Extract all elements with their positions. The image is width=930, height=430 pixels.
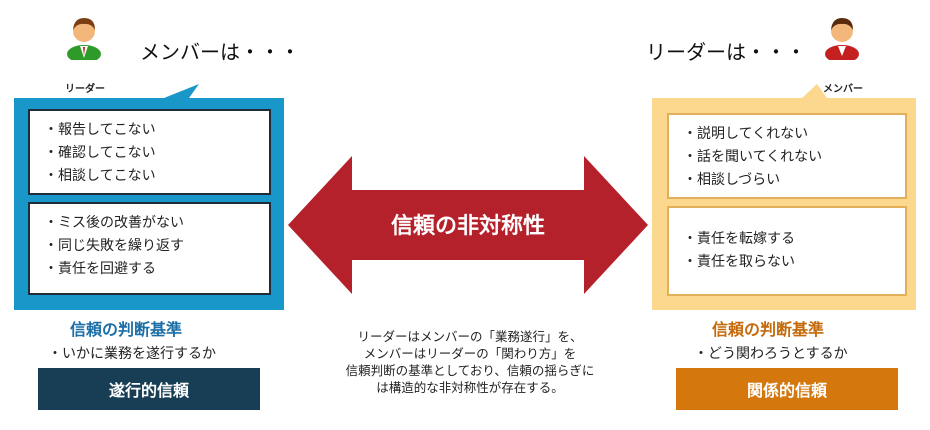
list-item: 相談してこない bbox=[44, 165, 269, 188]
leader-avatar-icon bbox=[67, 18, 101, 60]
note-line: メンバーはリーダーの「関わり方」を bbox=[363, 346, 577, 361]
explanation-note: リーダーはメンバーの「業務遂行」を、 メンバーはリーダーの「関わり方」を 信頼判… bbox=[325, 328, 615, 396]
list-item: ミス後の改善がない bbox=[44, 212, 269, 235]
left-trust-type-badge: 遂行的信頼 bbox=[38, 368, 260, 410]
right-card-communication: 説明してくれない 話を聞いてくれない 相談しづらい bbox=[667, 113, 907, 199]
list-item: 話を聞いてくれない bbox=[683, 146, 905, 169]
list-item: 責任を転嫁する bbox=[683, 228, 905, 251]
left-heading: メンバーは・・・ bbox=[140, 40, 300, 64]
left-card-communication: 報告してこない 確認してこない 相談してこない bbox=[28, 109, 271, 195]
member-avatar-icon bbox=[825, 18, 859, 60]
right-criteria-title: 信頼の判断基準 bbox=[712, 320, 825, 339]
note-line: は構造的な非対称性が存在する。 bbox=[376, 380, 564, 395]
asymmetry-double-arrow-icon bbox=[288, 156, 648, 294]
list-item: 同じ失敗を繰り返す bbox=[44, 235, 269, 258]
member-avatar-label: メンバー bbox=[823, 84, 863, 95]
left-criteria-text: いかに業務を遂行するか bbox=[48, 343, 216, 363]
left-card-performance: ミス後の改善がない 同じ失敗を繰り返す 責任を回避する bbox=[28, 202, 271, 295]
leader-avatar-label: リーダー bbox=[65, 84, 105, 95]
note-line: 信頼判断の基準としており、信頼の揺らぎに bbox=[345, 363, 595, 378]
note-line: リーダーはメンバーの「業務遂行」を、 bbox=[357, 329, 583, 344]
list-item: 責任を回避する bbox=[44, 258, 269, 281]
left-criteria-title: 信頼の判断基準 bbox=[70, 320, 183, 339]
right-card-responsibility: 責任を転嫁する 責任を取らない bbox=[667, 206, 907, 296]
list-item: 報告してこない bbox=[44, 119, 269, 142]
list-item: 相談しづらい bbox=[683, 169, 905, 192]
right-trust-type-badge: 関係的信頼 bbox=[676, 368, 898, 410]
list-item: 確認してこない bbox=[44, 142, 269, 165]
list-item: 説明してくれない bbox=[683, 123, 905, 146]
list-item: 責任を取らない bbox=[683, 251, 905, 274]
right-heading: リーダーは・・・ bbox=[646, 40, 806, 64]
right-criteria-text: どう関わろうとするか bbox=[694, 343, 848, 363]
arrow-label: 信頼の非対称性 bbox=[390, 214, 545, 239]
